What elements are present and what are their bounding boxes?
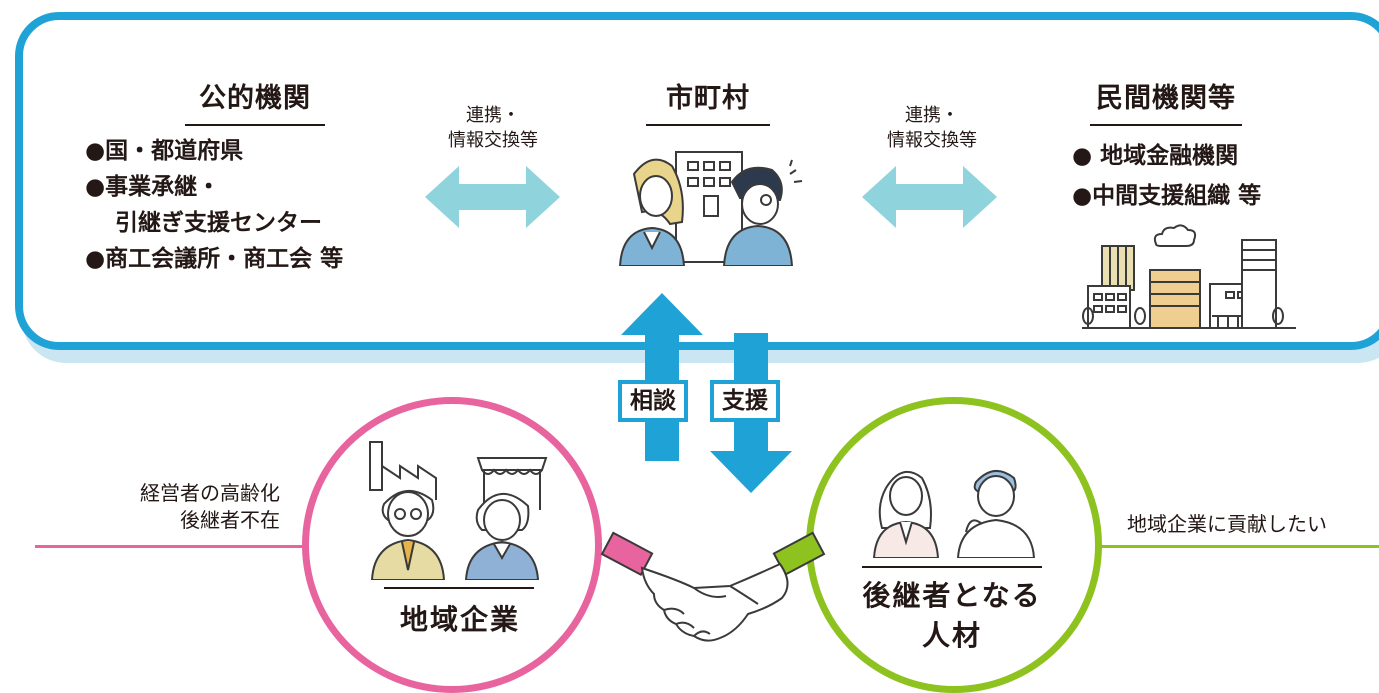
right-arrow-label: 連携・ 情報交換等 (887, 105, 977, 151)
private-institutions-heading: 民間機関等 (1090, 76, 1242, 126)
company-divider (384, 587, 534, 589)
list-item: ●事業承継・ (85, 174, 221, 200)
company-line (35, 545, 315, 548)
private-institutions-list: ● 地域金融機関 ●中間支援組織 等 (1072, 136, 1261, 216)
company-label: 地域企業 (399, 603, 520, 636)
successor-divider (862, 566, 1042, 568)
list-item: ●中間支援組織 等 (1072, 183, 1262, 209)
support-label: 支援 (710, 380, 780, 422)
up-arrow-icon (621, 293, 703, 461)
list-item: ● 地域金融機関 (1072, 143, 1239, 169)
list-item: ●国・都道府県 (85, 138, 244, 164)
double-arrow-icon (862, 166, 997, 228)
handshake-icon (600, 531, 826, 642)
municipality-heading: 市町村 (646, 76, 770, 126)
left-arrow-label: 連携・ 情報交換等 (448, 105, 538, 151)
double-arrow-icon (425, 166, 560, 228)
company-issues: 経営者の高齢化 後継者不在 (140, 481, 280, 532)
successor-people-illustration (872, 470, 1036, 558)
municipal-staff-illustration (618, 151, 803, 266)
company-owners-illustration (369, 441, 548, 580)
city-buildings-illustration (1082, 224, 1296, 329)
list-item: 引継ぎ支援センター (115, 210, 322, 236)
successor-circle (806, 397, 1102, 693)
list-item: ●商工会議所・商工会 等 (85, 246, 344, 272)
successor-line (1100, 545, 1379, 548)
successor-wish: 地域企業に貢献したい (1127, 512, 1327, 536)
public-institutions-heading: 公的機関 (185, 76, 325, 126)
successor-label: 後継者となる 人材 (862, 579, 1042, 652)
consultation-label: 相談 (618, 380, 688, 422)
public-institutions-list: ●国・都道府県 ●事業承継・ 引継ぎ支援センター ●商工会議所・商工会 等 (85, 133, 343, 277)
